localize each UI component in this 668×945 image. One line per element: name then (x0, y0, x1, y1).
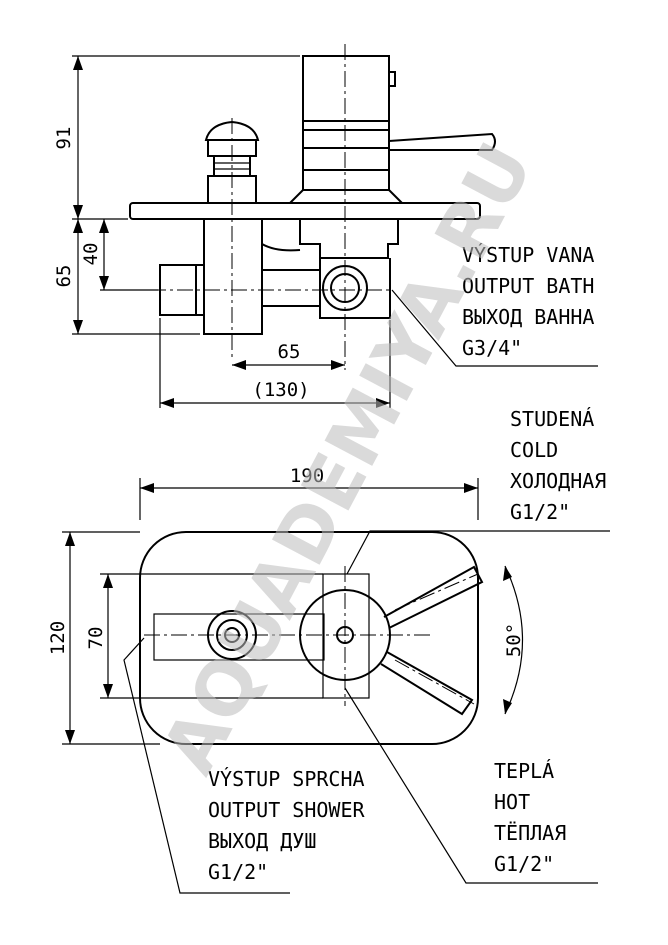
label-hot-cz: TEPLÁ (494, 759, 554, 783)
label-shower-cz: VÝSTUP SPRCHA (208, 767, 365, 791)
label-shower-ru: ВЫХОД ДУШ (208, 829, 316, 853)
dim-91: 91 (53, 127, 75, 150)
front-view: 190 120 70 50° (47, 465, 610, 894)
wall-plate (129, 202, 481, 220)
label-shower-thread: G1/2" (208, 860, 268, 884)
dim-65-vertical: 65 (53, 265, 75, 288)
label-hot-ru: ТЁПЛАЯ (494, 821, 566, 845)
label-hot-en: HOT (494, 790, 530, 814)
label-cold-ru: ХОЛОДНАЯ (510, 469, 606, 493)
leader-shower (123, 637, 290, 894)
dim-65-horizontal: 65 (278, 341, 301, 363)
label-bath-cz: VÝSTUP VANA (462, 243, 594, 267)
label-bath-en: OUTPUT BATH (462, 274, 594, 298)
label-cold: STUDENÁ COLD ХОЛОДНАЯ G1/2" (510, 407, 606, 524)
leader-bath (391, 289, 598, 367)
label-cold-cz: STUDENÁ (510, 407, 594, 431)
label-cold-en: COLD (510, 438, 558, 462)
dim-70: 70 (85, 627, 107, 650)
angle-arc (504, 565, 523, 715)
diverter-slot (153, 613, 325, 661)
label-bath-thread: G3/4" (462, 336, 522, 360)
label-cold-thread: G1/2" (510, 500, 570, 524)
label-bath-ru: ВЫХОД ВАННА (462, 305, 594, 329)
lever-hot-position (380, 651, 474, 716)
leader-cold (346, 530, 610, 575)
dim-190: 190 (290, 465, 324, 487)
dim-40: 40 (80, 243, 102, 266)
label-hot-thread: G1/2" (494, 852, 554, 876)
dim-130: (130) (252, 379, 309, 401)
label-shower-outlet: VÝSTUP SPRCHA OUTPUT SHOWER ВЫХОД ДУШ G1… (208, 767, 365, 884)
dim-angle: 50° (503, 623, 525, 657)
lever-cold-position (383, 565, 484, 629)
mixer-lever (388, 132, 496, 151)
label-hot: TEPLÁ HOT ТЁПЛАЯ G1/2" (494, 759, 566, 876)
label-bath-outlet: VÝSTUP VANA OUTPUT BATH ВЫХОД ВАННА G3/4… (462, 243, 594, 360)
handle-tab (388, 71, 396, 87)
side-view: 91 65 40 65 (130) (53, 44, 598, 408)
mixer-handle-body (302, 55, 390, 191)
front-plate (139, 531, 479, 745)
label-shower-en: OUTPUT SHOWER (208, 798, 365, 822)
leader-hot (344, 687, 598, 884)
dim-120: 120 (47, 621, 69, 655)
watermark: AQUADEMIYA.RU (146, 130, 550, 787)
